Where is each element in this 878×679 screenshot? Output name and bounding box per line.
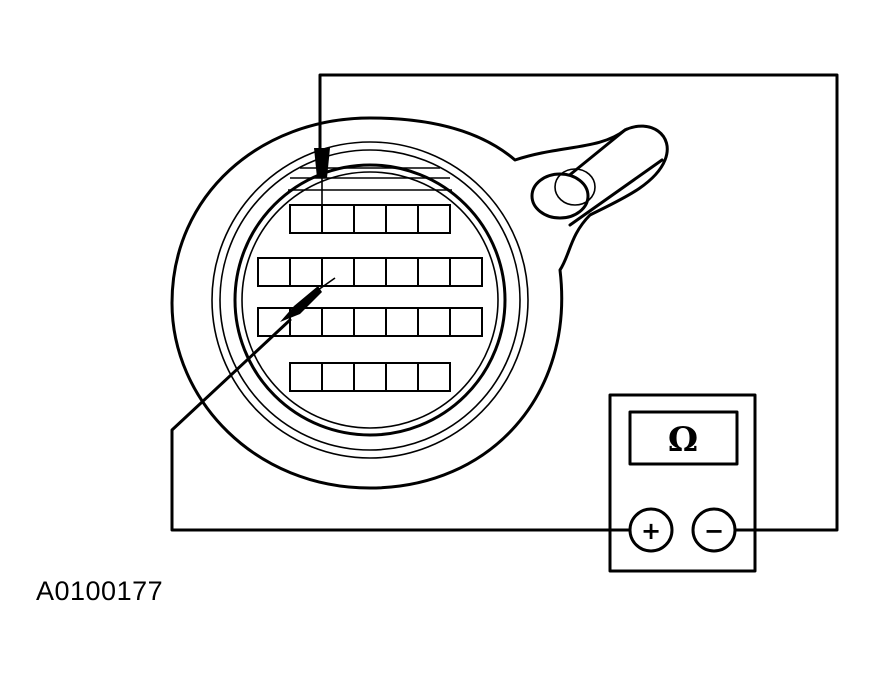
pin-cavity: [353, 257, 387, 287]
pin-cavity: [449, 257, 483, 287]
connector-housing: [170, 116, 669, 490]
pin-cavity: [321, 362, 355, 392]
positive-terminal-label: +: [641, 517, 661, 545]
pin-cavity: [289, 204, 323, 234]
connector-pins: [257, 204, 483, 392]
ohm-symbol: Ω: [668, 420, 698, 460]
positive-lead-wire: [170, 318, 632, 532]
negative-lead-wire: [318, 73, 839, 532]
pin-cavity: [321, 204, 355, 234]
pin-cavity: [385, 204, 419, 234]
pin-cavity: [353, 362, 387, 392]
pin-cavity: [321, 307, 355, 337]
pin-cavity: [257, 257, 291, 287]
negative-probe: [314, 148, 330, 207]
negative-terminal-label: −: [704, 517, 724, 545]
connector-ring-outer: [211, 141, 529, 459]
pin-cavity: [449, 307, 483, 337]
positive-probe: [280, 277, 336, 322]
pin-cavity: [417, 307, 451, 337]
mounting-tab: [530, 128, 664, 227]
connector-ring-inner: [233, 163, 507, 437]
connector-ring-face: [241, 171, 499, 429]
pin-cavity: [385, 257, 419, 287]
pin-cavity: [417, 257, 451, 287]
pin-cavity: [289, 257, 323, 287]
figure-id-label: A0100177: [36, 576, 164, 606]
pin-cavity: [353, 204, 387, 234]
pin-cavity: [385, 307, 419, 337]
ohmmeter: Ω + −: [608, 393, 757, 573]
ohmmeter-display: [628, 410, 739, 466]
pin-cavity: [257, 307, 291, 337]
pin-cavity: [321, 257, 355, 287]
pin-cavity: [417, 204, 451, 234]
pin-cavity: [417, 362, 451, 392]
pin-cavity: [353, 307, 387, 337]
connector-ring-middle: [219, 149, 521, 451]
pin-cavity: [385, 362, 419, 392]
pin-cavity: [289, 362, 323, 392]
